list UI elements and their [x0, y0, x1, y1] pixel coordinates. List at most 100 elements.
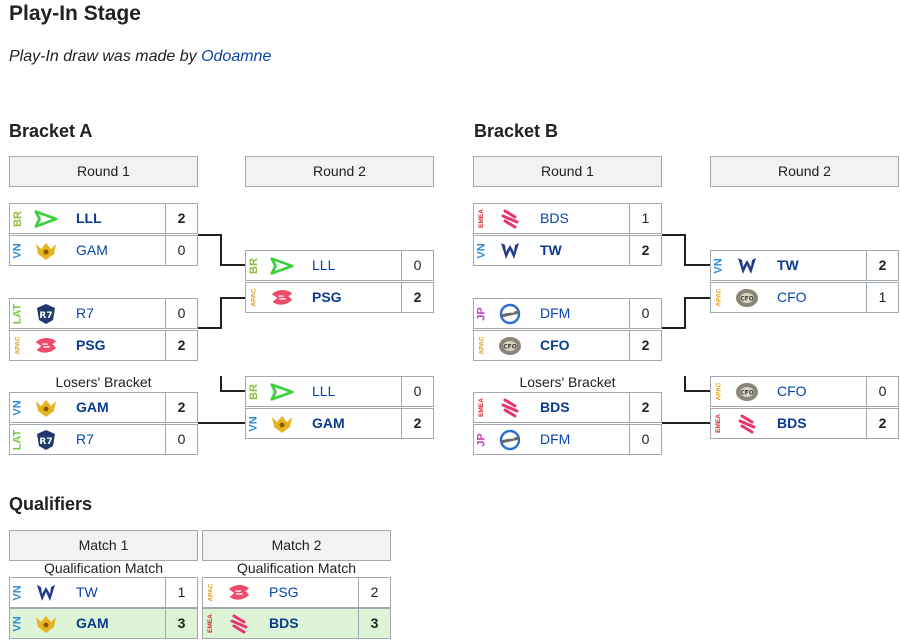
region-label: VN	[712, 257, 725, 274]
psg-logo-icon[interactable]	[227, 581, 251, 605]
region-label: BR	[11, 210, 24, 227]
team-name-link[interactable]: CFO	[777, 289, 807, 305]
team-score: 3	[165, 609, 197, 638]
team-name-link[interactable]: TW	[76, 584, 98, 600]
team-name-link[interactable]: GAM	[312, 415, 345, 431]
team-score: 2	[629, 331, 661, 360]
dfm-logo-icon[interactable]	[498, 302, 522, 326]
cfo-logo-icon[interactable]: CFO	[735, 286, 759, 310]
region-label: EMEA	[478, 398, 485, 417]
team-name-link[interactable]: GAM	[76, 399, 109, 415]
lll-logo-icon[interactable]	[34, 207, 58, 231]
r7-logo-icon[interactable]: R7	[34, 428, 58, 452]
match2-sublabel: Qualification Match	[236, 560, 357, 576]
team-name-link[interactable]: LLL	[312, 383, 336, 399]
gam-logo-icon[interactable]	[34, 239, 58, 263]
team-name-link[interactable]: PSG	[76, 337, 106, 353]
bracket-a-title: Bracket A	[9, 121, 93, 141]
bds-logo-icon[interactable]	[498, 396, 522, 420]
psg-logo-icon[interactable]	[34, 334, 58, 358]
gam-logo-icon[interactable]	[34, 396, 58, 420]
bracket-b-connector	[662, 297, 686, 329]
odoamne-link[interactable]: Odoamne	[201, 48, 272, 65]
team-score: 0	[401, 377, 433, 406]
team-name-link[interactable]: BDS	[777, 415, 807, 431]
tw-logo-icon[interactable]	[34, 581, 58, 605]
bracket-a-connector	[220, 376, 245, 392]
lll-logo-icon[interactable]	[270, 254, 294, 278]
region-tag: VN	[474, 236, 489, 265]
region-tag: APAC	[711, 377, 726, 406]
bracket-a-losers-label: Losers' Bracket	[55, 374, 152, 390]
team-name-link[interactable]: CFO	[540, 337, 570, 353]
team-score: 3	[358, 609, 390, 638]
bds-logo-icon[interactable]	[735, 412, 759, 436]
team-name-link[interactable]: GAM	[76, 242, 108, 258]
psg-logo-icon[interactable]	[270, 286, 294, 310]
team-name-link[interactable]: LLL	[312, 257, 336, 273]
region-label: EMEA	[478, 209, 485, 228]
gam-logo-icon[interactable]	[270, 412, 294, 436]
region-tag: EMEA	[711, 409, 726, 438]
team-name-link[interactable]: TW	[540, 242, 562, 258]
tw-logo-icon[interactable]	[735, 254, 759, 278]
team-score: 0	[165, 299, 197, 328]
bracket-b-round1-header: Round 1	[473, 156, 662, 187]
team-name-link[interactable]: BDS	[540, 210, 569, 226]
team-name-link[interactable]: TW	[777, 257, 799, 273]
team-name-link[interactable]: DFM	[540, 305, 571, 321]
draw-note: Play-In draw was made by Odoamne	[9, 48, 271, 66]
tw-logo-icon[interactable]	[498, 239, 522, 263]
region-tag: EMEA	[474, 393, 489, 422]
page-title: Play-In Stage	[9, 2, 141, 25]
region-label: APAC	[207, 583, 214, 602]
team-name-link[interactable]: GAM	[76, 615, 109, 631]
region-label: APAC	[715, 382, 722, 401]
region-tag: LAT	[10, 425, 25, 454]
team-score: 2	[629, 236, 661, 265]
team-name-link[interactable]: LLL	[76, 210, 102, 226]
team-score: 1	[629, 204, 661, 233]
region-label: APAC	[478, 336, 485, 355]
region-tag: APAC	[711, 283, 726, 312]
region-label: JP	[475, 432, 488, 447]
region-tag: APAC	[10, 331, 25, 360]
team-name-link[interactable]: BDS	[269, 615, 299, 631]
team-score: 0	[866, 377, 898, 406]
bracket-a-connector	[220, 264, 245, 266]
r7-logo-icon[interactable]: R7	[34, 302, 58, 326]
team-name-link[interactable]: BDS	[540, 399, 570, 415]
team-row: EMEA BDS 1	[473, 203, 662, 234]
region-label: APAC	[250, 288, 257, 307]
gam-logo-icon[interactable]	[34, 612, 58, 636]
dfm-logo-icon[interactable]	[498, 428, 522, 452]
team-name-link[interactable]: R7	[76, 431, 94, 447]
svg-text:R7: R7	[39, 311, 52, 321]
bds-logo-icon[interactable]	[227, 612, 251, 636]
lll-logo-icon[interactable]	[270, 380, 294, 404]
team-name-link[interactable]: PSG	[269, 584, 299, 600]
team-name-link[interactable]: CFO	[777, 383, 807, 399]
region-tag: BR	[10, 204, 25, 233]
team-score: 2	[165, 331, 197, 360]
region-tag: APAC	[474, 331, 489, 360]
bracket-b-title: Bracket B	[474, 121, 559, 141]
team-name-link[interactable]: DFM	[540, 431, 571, 447]
team-name-link[interactable]: PSG	[312, 289, 342, 305]
bds-logo-icon[interactable]	[498, 207, 522, 231]
team-score: 2	[866, 409, 898, 438]
cfo-logo-icon[interactable]: CFO	[735, 380, 759, 404]
team-score: 2	[165, 204, 197, 233]
team-name-link[interactable]: R7	[76, 305, 94, 321]
cfo-logo-icon[interactable]: CFO	[498, 334, 522, 358]
